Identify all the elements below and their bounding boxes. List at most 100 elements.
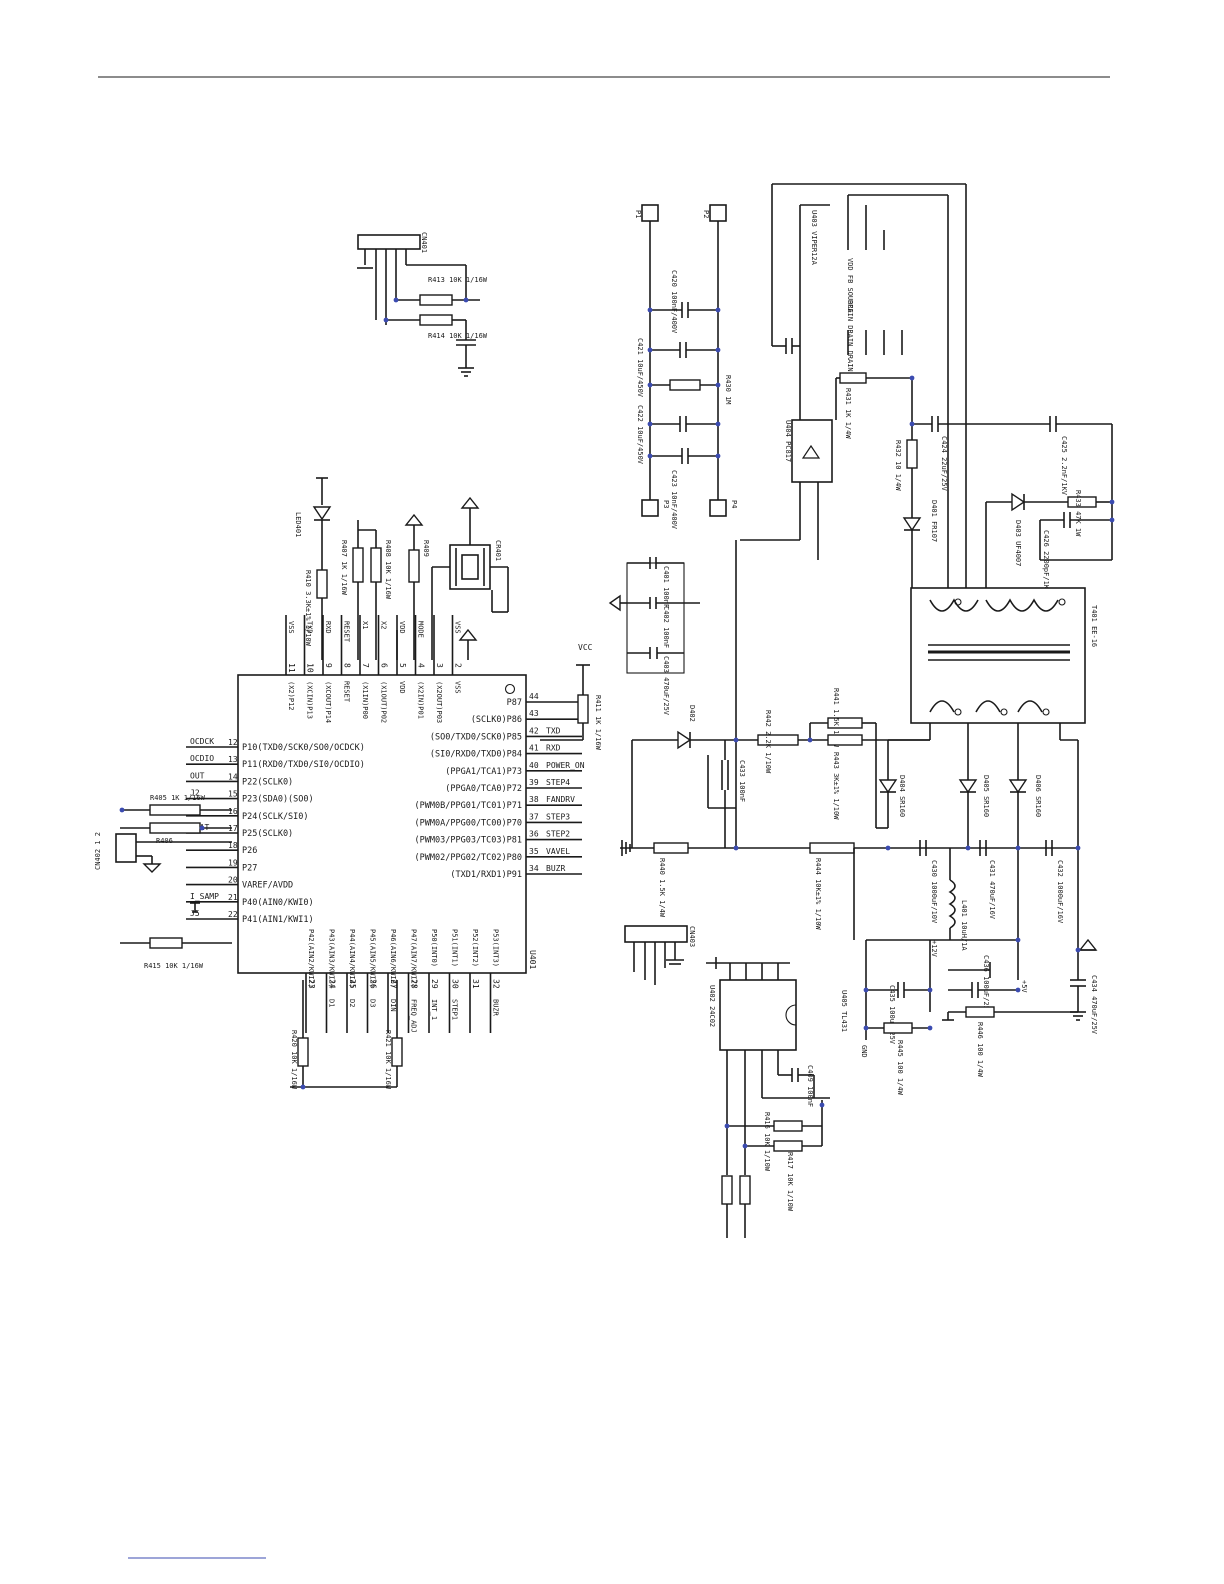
mcu-pin-number: 6 xyxy=(380,663,389,668)
mcu-pin-label: P51(INT1) xyxy=(451,929,459,967)
mcu-pin-label: (PWM0B/PPG01/TC01)P71 xyxy=(415,801,522,811)
diode-d405 xyxy=(958,779,978,794)
mcu-net-label: OCDCK xyxy=(190,737,214,746)
mcu-net-label: INT_1 xyxy=(430,999,438,1020)
mcu-pin-label: P52(INT2) xyxy=(471,929,479,967)
label-u404: U404 PC817 xyxy=(784,420,792,462)
label-r416: R416 10K 1/10W xyxy=(763,1112,771,1172)
mcu-pin-number: 28 xyxy=(410,979,419,989)
resistor-r406 xyxy=(149,822,201,834)
mcu-pin-number: 38 xyxy=(529,795,539,804)
label-p1: P1 xyxy=(634,210,642,218)
top-left-components: LED401 R410 3.3K±1% 1/10W R407 1K 1/16W … xyxy=(294,477,509,660)
mcu-pin-number: 17 xyxy=(228,824,238,833)
label-c426: C426 2200pF/1KV xyxy=(1042,530,1050,594)
mcu-pin-number: 43 xyxy=(529,709,539,718)
power-connector-group: CN403 xyxy=(624,925,696,985)
opto-led-icon xyxy=(801,444,821,459)
label-r410: R410 3.3K±1% 1/10W xyxy=(304,570,312,647)
label-c434: C434 470uF/25V xyxy=(1090,975,1098,1035)
winding-primary-main xyxy=(985,598,1059,612)
mcu-pin-number: 11 xyxy=(287,663,296,673)
mcu-pin-label: P11(RXD0/TXD0/SI0/OCDIO) xyxy=(242,760,365,770)
vcc-arrow-icon xyxy=(404,513,424,526)
mcu-pin-number: 40 xyxy=(529,761,539,770)
label-u402: U402 24C02 xyxy=(708,985,716,1027)
label-r446: R446 100 1/4W xyxy=(976,1022,984,1078)
connector-cn403 xyxy=(624,925,688,943)
label-c403: C403 470uF/25V xyxy=(662,656,670,716)
mcu-net-label: J5 xyxy=(190,909,200,918)
resistor-r440 xyxy=(653,842,689,854)
mcu-pin-number: 12 xyxy=(228,738,238,747)
resistor-r446 xyxy=(965,1006,995,1018)
mcu-net-label: STEP3 xyxy=(546,812,570,821)
label-d404: D404 SR160 xyxy=(898,775,906,817)
mcu-pin-number: 14 xyxy=(228,772,238,781)
mcu-top-pins: 11(X2)P12VSS10(XCIN)P13TXD9(XCOUT)P14RXD… xyxy=(285,615,463,723)
mcu-net-label: D1 xyxy=(328,999,336,1007)
label-c425: C425 2.2nF/1KV xyxy=(1060,436,1068,496)
resistor-r413 xyxy=(419,294,453,306)
label-p3: P3 xyxy=(662,500,670,508)
mcu-pin-label: (SO0/TXD0/SCK0)P85 xyxy=(430,732,522,742)
resistor-r411 xyxy=(577,694,589,724)
mcu-net-label: STEP2 xyxy=(546,830,570,839)
mcu-pin-label: P44(AIN4/KWI4) xyxy=(348,929,356,988)
mcu-right-pins: 44P8743(SCLK0)P8642(SO0/TXD0/SCK0)P85TXD… xyxy=(415,692,585,880)
label-c402: C402 100nF xyxy=(662,606,670,648)
inductor-l401 xyxy=(948,879,956,929)
label-out12: +12V xyxy=(930,940,938,958)
label-d406: D406 SR160 xyxy=(1034,775,1042,817)
terminal-p1 xyxy=(641,204,659,222)
mcu-pin-label: RESET xyxy=(343,681,351,703)
eeprom-u402 xyxy=(719,979,797,1051)
mcu-pin-number: 42 xyxy=(529,726,539,735)
resistor-r442 xyxy=(757,734,799,746)
label-p4: P4 xyxy=(730,500,738,508)
diode-d403 xyxy=(1011,492,1026,512)
mcu-bottom-pins: 23P42(AIN2/KWI2)24P43(AIN3/KWI3)D125P44(… xyxy=(305,929,501,1033)
mcu-net-label: VSS xyxy=(287,621,295,634)
mcu-pin-label: (SI0/RXD0/TXD0)P84 xyxy=(430,750,522,760)
label-c424: C424 22uF/25V xyxy=(940,436,948,492)
resistor-r431 xyxy=(839,372,867,384)
resistor-r416 xyxy=(773,1120,803,1132)
mcu-pin-number: 8 xyxy=(343,663,352,668)
label-r430: R430 1M xyxy=(724,375,732,405)
mcu-pin-number: 19 xyxy=(228,858,238,867)
label-r407: R407 1K 1/16W xyxy=(340,540,348,596)
lower-filter: L401 10uH/1A C435 100uF/25V C436 100uF/2… xyxy=(840,848,1078,1096)
mcu-pin-number: 16 xyxy=(228,807,238,816)
led-icon xyxy=(312,506,332,521)
label-gnd: GND xyxy=(860,1045,868,1058)
mcu-pin-label: P47(AIN7/KWI7) xyxy=(410,929,418,988)
resistor-r430 xyxy=(669,379,701,391)
mcu-net-label: VDD xyxy=(398,621,406,634)
label-out5: +5V xyxy=(1020,980,1028,993)
label-r444: R444 10K±1% 1/10W xyxy=(814,858,822,930)
mcu-net-label: RESET xyxy=(343,621,351,643)
mcu-net-label: BUZR xyxy=(492,999,500,1017)
mains-input-section: P1 P2 P3 P4 C420 100nF/400V C421 10uF/45… xyxy=(634,204,738,530)
transformer-t401: T401 EE-16 xyxy=(910,587,1098,724)
resistor-r409 xyxy=(408,549,420,583)
label-l401: L401 10uH/1A xyxy=(960,900,968,951)
mcu-pin-number: 18 xyxy=(228,841,238,850)
mcu-net-label: J2 xyxy=(190,789,200,798)
label-r414: R414 10K 1/16W xyxy=(428,332,488,340)
mcu-pin-label: P53(INT3) xyxy=(492,929,500,967)
mcu-pin-number: 2 xyxy=(454,663,463,668)
resistor-r432 xyxy=(906,439,918,469)
mcu-pin-label: P50(INT0) xyxy=(430,929,438,967)
diode-d402 xyxy=(677,730,692,750)
resistor-r421 xyxy=(391,1037,403,1067)
mcu-pin-number: 34 xyxy=(529,864,539,873)
feedback-regulator: D402 R440 1.5K 1/4W R442 2.2K 1/10W R441… xyxy=(620,482,930,940)
mcu-net-label: X2 xyxy=(380,621,388,629)
mcu-net-label: STEP1 xyxy=(451,999,459,1020)
mcu-pin-number: 26 xyxy=(369,979,378,989)
mcu-pin1-marker xyxy=(504,683,516,695)
label-c430: C430 1000uF/10V xyxy=(930,860,938,924)
